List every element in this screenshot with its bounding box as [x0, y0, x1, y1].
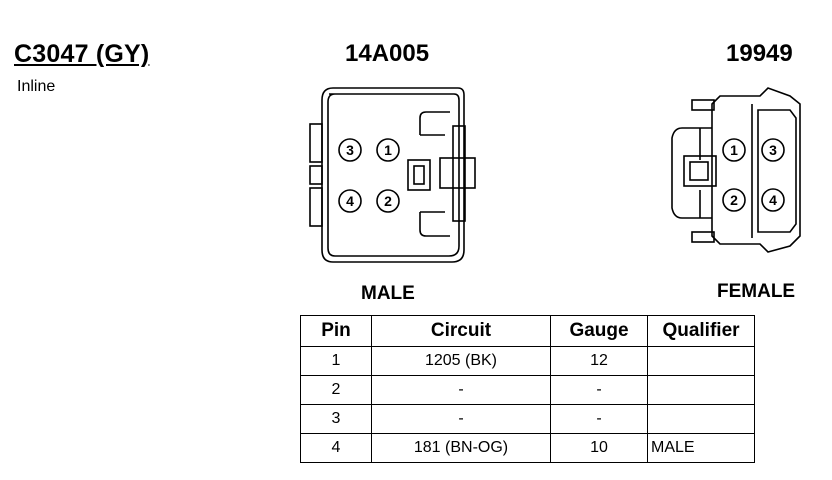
cell-gauge: 12: [550, 346, 648, 376]
table-row: 4 181 (BN-OG) 10 MALE: [300, 433, 755, 463]
male-label: MALE: [361, 283, 415, 304]
cell-qualifier: [647, 375, 755, 405]
header-circuit: Circuit: [371, 315, 551, 347]
header-pin: Pin: [300, 315, 372, 347]
male-pin-1: 1: [384, 142, 392, 158]
cell-gauge: 10: [550, 433, 648, 463]
female-label: FEMALE: [717, 281, 796, 302]
cell-gauge: -: [550, 404, 648, 434]
male-pin-4: 4: [346, 193, 354, 209]
female-connector: [671, 87, 801, 253]
female-pins: 1 3 2 4: [722, 138, 785, 212]
cell-circuit: 1205 (BK): [371, 346, 551, 376]
pinout-table: Pin Circuit Gauge Qualifier 1 1205 (BK) …: [300, 315, 755, 463]
cell-qualifier: [647, 404, 755, 434]
female-part-number: 19949: [726, 40, 793, 67]
female-pin-4: 4: [769, 192, 777, 208]
cell-qualifier: MALE: [647, 433, 755, 463]
cell-pin: 3: [300, 404, 372, 434]
cell-pin: 1: [300, 346, 372, 376]
male-part-number: 14A005: [345, 40, 430, 67]
header-gauge: Gauge: [550, 315, 648, 347]
table-row: 1 1205 (BK) 12: [300, 346, 755, 376]
cell-circuit: 181 (BN-OG): [371, 433, 551, 463]
connector-location: Inline: [17, 78, 56, 95]
table-row: 2 - -: [300, 375, 755, 405]
header-qualifier: Qualifier: [647, 315, 755, 347]
cell-circuit: -: [371, 404, 551, 434]
male-pin-3: 3: [346, 142, 354, 158]
cell-qualifier: [647, 346, 755, 376]
male-pins: 3 1 4 2: [338, 138, 400, 213]
male-connector: [309, 87, 476, 263]
cell-pin: 4: [300, 433, 372, 463]
female-pin-3: 3: [769, 142, 777, 158]
female-pin-2: 2: [730, 192, 738, 208]
cell-gauge: -: [550, 375, 648, 405]
female-pin-1: 1: [730, 142, 738, 158]
cell-pin: 2: [300, 375, 372, 405]
cell-circuit: -: [371, 375, 551, 405]
table-row: 3 - -: [300, 404, 755, 434]
male-pin-2: 2: [384, 193, 392, 209]
table-header-row: Pin Circuit Gauge Qualifier: [300, 315, 755, 347]
connector-title: C3047 (GY): [14, 40, 150, 68]
